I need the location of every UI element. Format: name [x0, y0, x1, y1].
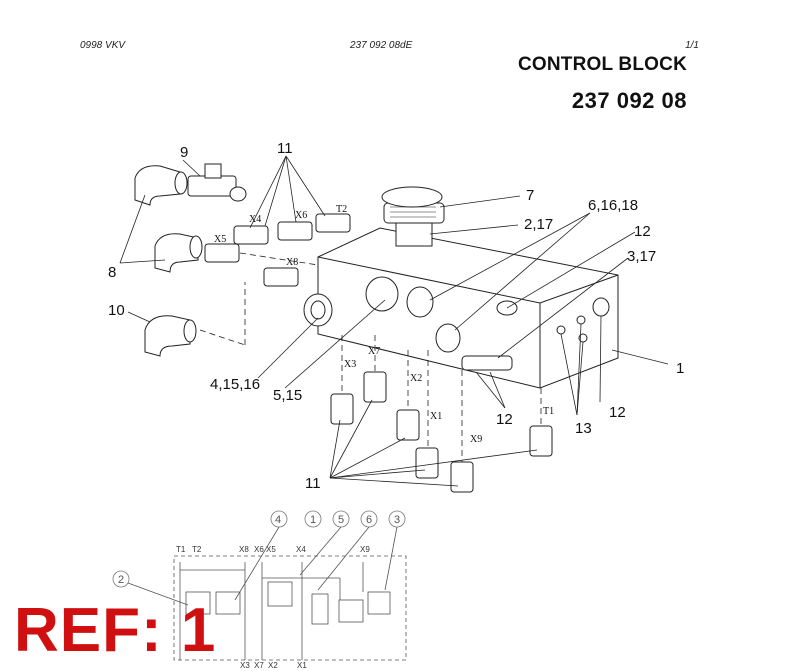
callout-2-17: 2,17 [524, 216, 553, 233]
valve-5 [365, 276, 434, 318]
port-label-x6: X6 [295, 210, 307, 221]
page-title: CONTROL BLOCK [517, 54, 687, 75]
callout-10: 10 [108, 302, 125, 319]
alignment-lines [199, 252, 542, 462]
callout-13: 13 [575, 420, 592, 437]
fitting-x5 [204, 243, 240, 263]
port-label-x5: X5 [214, 234, 226, 245]
callout-6-16-18: 6,16,18 [588, 197, 638, 214]
svg-text:3: 3 [394, 514, 400, 526]
callout-4-15-16: 4,15,16 [210, 376, 260, 393]
control-block-body [317, 227, 619, 389]
port-label-x1: X1 [430, 411, 442, 422]
port-label-x8: X8 [286, 257, 298, 268]
port-label-t2: T2 [336, 204, 347, 215]
port-label-x7: X7 [368, 346, 380, 357]
elbow-fitting-10 [144, 315, 197, 357]
svg-text:X8: X8 [239, 545, 249, 554]
callout-11-top: 11 [277, 140, 293, 157]
svg-text:1: 1 [310, 514, 316, 526]
fitting-t2 [315, 213, 351, 233]
fitting-x3 [330, 393, 354, 425]
elbow-fitting-upper [134, 165, 188, 206]
svg-text:4: 4 [275, 514, 281, 526]
fitting-x1 [396, 409, 420, 441]
leader-lines [119, 155, 669, 487]
tee-fitting [187, 163, 247, 202]
svg-text:T1: T1 [176, 545, 186, 554]
svg-text:X5: X5 [266, 545, 276, 554]
fitting-x2 [415, 447, 439, 479]
port-label-x4: X4 [249, 214, 261, 225]
valve-4 [303, 293, 333, 327]
valve-3 [461, 355, 513, 371]
fitting-x4 [233, 225, 269, 245]
header-left: 0998 VKV [80, 40, 126, 51]
fitting-t1 [529, 425, 553, 457]
header-page: 1/1 [685, 40, 699, 51]
elbow-fitting-lower [154, 233, 203, 273]
hydraulic-schematic [112, 510, 407, 661]
svg-text:2: 2 [118, 574, 124, 586]
callout-7: 7 [526, 187, 534, 204]
svg-text:X9: X9 [360, 545, 370, 554]
valve-6 [435, 323, 461, 353]
port-label-x2: X2 [410, 373, 422, 384]
callout-3-17: 3,17 [627, 248, 656, 265]
svg-text:X6: X6 [254, 545, 264, 554]
schematic-top-ports: T1 T2 X8 X6 X5 X4 X9 [176, 545, 370, 554]
callout-9: 9 [180, 144, 188, 161]
svg-text:5: 5 [338, 514, 344, 526]
schematic-valves [185, 581, 391, 625]
svg-text:6: 6 [366, 514, 372, 526]
part-number: 237 092 08 [571, 88, 687, 113]
svg-text:X7: X7 [254, 661, 264, 670]
header-center: 237 092 08dE [350, 40, 413, 51]
fitting-x9 [450, 461, 474, 493]
callout-8: 8 [108, 264, 116, 281]
fitting-x8 [263, 267, 299, 287]
svg-text:X4: X4 [296, 545, 306, 554]
schematic-bottom-ports: X3 X7 X2 X1 [240, 661, 307, 670]
callout-11-bottom: 11 [305, 475, 321, 492]
svg-text:X1: X1 [297, 661, 307, 670]
fitting-x6 [277, 221, 313, 241]
svg-text:T2: T2 [192, 545, 202, 554]
svg-text:X2: X2 [268, 661, 278, 670]
callout-5-15: 5,15 [273, 387, 302, 404]
port-label-x9: X9 [470, 434, 482, 445]
ref-overlay-label: REF: 1 [14, 596, 217, 665]
svg-text:X3: X3 [240, 661, 250, 670]
callout-12-a: 12 [634, 223, 651, 240]
port-label-x3: X3 [344, 359, 356, 370]
callout-1: 1 [676, 360, 684, 377]
schematic-circle-numbers: 4 1 5 6 3 2 [118, 514, 400, 586]
port-label-t1: T1 [543, 406, 554, 417]
callout-12-b: 12 [496, 411, 513, 428]
callout-12-c: 12 [609, 404, 626, 421]
fitting-x7 [363, 371, 387, 403]
